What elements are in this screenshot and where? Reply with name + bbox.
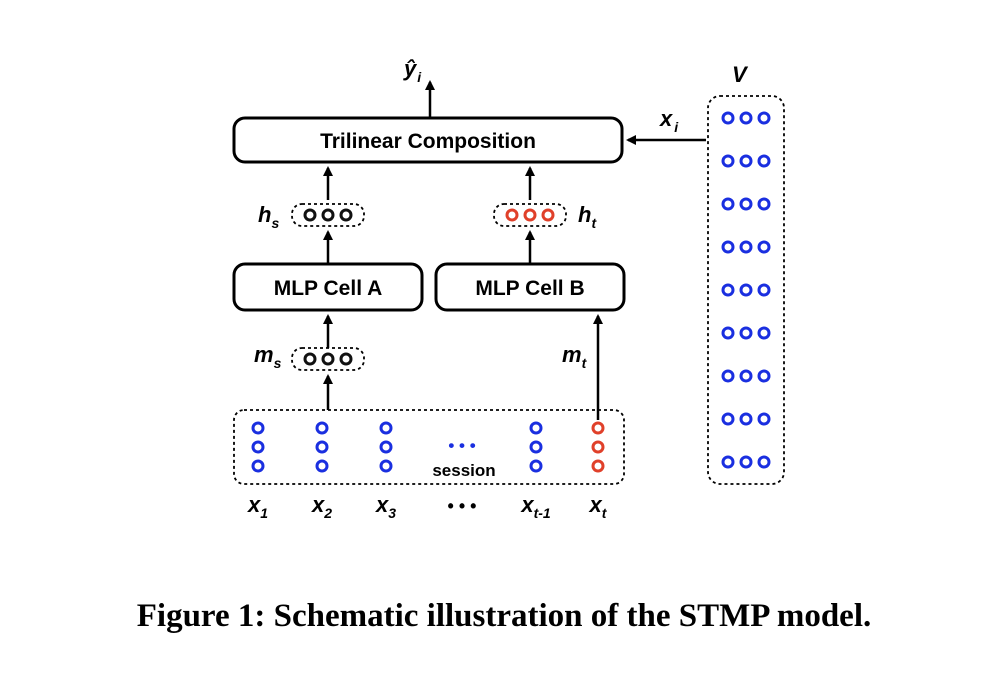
input-labels: x1 x2 x3 • • • xt-1 xt [247, 492, 608, 521]
ms-vector-dots [303, 352, 353, 366]
mlp-cell-a-label: MLP Cell A [274, 277, 383, 300]
v-matrix-dot [721, 240, 735, 254]
input-label: • • • [448, 496, 477, 516]
session-item-dot [315, 459, 329, 473]
input-label: x1 [247, 492, 268, 521]
session-item-dot [529, 421, 543, 435]
v-matrix-dot [757, 240, 771, 254]
session-item-dot [529, 440, 543, 454]
session-item-dot [251, 421, 265, 435]
v-matrix-dot [739, 154, 753, 168]
v-matrix-label: V [732, 62, 749, 87]
v-matrix-dot [757, 111, 771, 125]
input-label: x3 [375, 492, 396, 521]
session-item-dot [251, 459, 265, 473]
session-box [233, 409, 625, 485]
v-matrix-dot [739, 240, 753, 254]
hs-vector-dots [303, 208, 353, 222]
v-matrix-dot [757, 197, 771, 211]
v-matrix-dot [739, 455, 753, 469]
v-matrix-dot [757, 455, 771, 469]
v-matrix-dot [739, 412, 753, 426]
hs-label: hs [258, 202, 279, 231]
v-matrix-dot [757, 412, 771, 426]
ms-vector-box [291, 347, 365, 371]
v-matrix-dot [757, 283, 771, 297]
session-item-dot [379, 459, 393, 473]
v-matrix-dot [721, 412, 735, 426]
session-ellipsis: • • • [448, 436, 475, 455]
session-item-dot [315, 421, 329, 435]
v-matrix-dot [739, 111, 753, 125]
mt-label: mt [562, 342, 588, 371]
ht-vector-box [493, 203, 567, 227]
session-item-dot [315, 440, 329, 454]
v-matrix-dot [757, 326, 771, 340]
v-matrix-dot [721, 283, 735, 297]
hs-vector-box [291, 203, 365, 227]
session-item-dot [529, 459, 543, 473]
ht-label: ht [578, 202, 597, 231]
v-matrix-dot [721, 197, 735, 211]
ms-label: ms [254, 342, 282, 371]
session-item-columns [251, 421, 605, 473]
v-matrix-dot [739, 369, 753, 383]
figure-caption: Figure 1: Schematic illustration of the … [136, 598, 872, 634]
ht-vector-dots [505, 208, 555, 222]
session-item-dot [591, 459, 605, 473]
v-matrix-dot [721, 154, 735, 168]
v-matrix-dot [739, 326, 753, 340]
v-matrix-dot [721, 326, 735, 340]
input-label: xt-1 [520, 492, 551, 521]
v-matrix-dot [757, 154, 771, 168]
v-matrix-dot [721, 455, 735, 469]
v-matrix-dot [721, 369, 735, 383]
v-matrix-dot [739, 197, 753, 211]
session-label: session [432, 461, 495, 480]
session-item-dot [591, 421, 605, 435]
trilinear-composition-box [232, 116, 624, 164]
input-label: xt [589, 492, 608, 521]
mlp-cell-b-label: MLP Cell B [475, 277, 584, 300]
v-matrix-dot [757, 369, 771, 383]
output-y-hat-label: ŷi [403, 56, 422, 85]
session-item-dot [379, 440, 393, 454]
v-matrix-box [707, 95, 785, 485]
session-item-dot [251, 440, 265, 454]
session-item-dot [591, 440, 605, 454]
session-item-dot [379, 421, 393, 435]
v-matrix-dot [721, 111, 735, 125]
stmp-diagram: ŷi Trilinear Composition hs ht MLP Cell … [232, 56, 785, 521]
input-label: x2 [311, 492, 332, 521]
v-matrix-dot [739, 283, 753, 297]
trilinear-composition-label: Trilinear Composition [320, 130, 536, 153]
mlp-cell-b-box [434, 262, 626, 312]
v-matrix-rows [721, 111, 771, 469]
mlp-cell-a-box [232, 262, 424, 312]
